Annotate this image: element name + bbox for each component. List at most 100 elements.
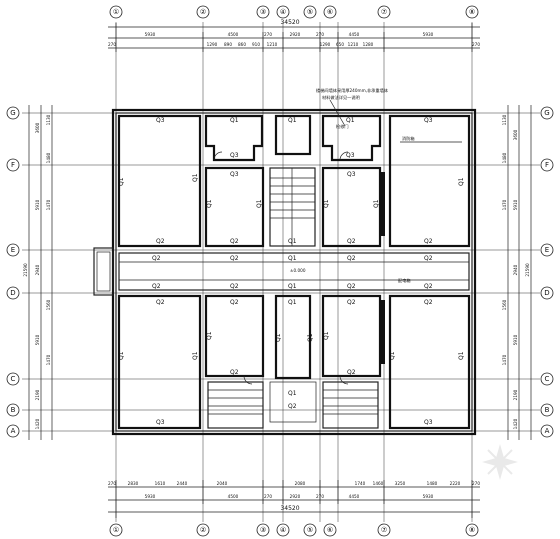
svg-text:Q1: Q1 [288,390,297,397]
svg-text:Q1: Q1 [192,351,199,360]
grid-bubble-3: ③ [256,523,270,537]
svg-text:G: G [544,109,549,117]
stair-north [269,167,316,247]
svg-text:F: F [545,161,549,169]
svg-text:270: 270 [108,42,116,47]
svg-text:1560: 1560 [502,299,507,310]
svg-text:3600: 3600 [513,129,518,140]
svg-text:Q1: Q1 [323,331,330,340]
svg-text:1290: 1290 [320,42,331,47]
room-lower-mid-left [204,294,265,378]
svg-text:Q3: Q3 [156,117,165,124]
svg-text:650: 650 [336,42,344,47]
grid-bubble-d: D [540,286,554,300]
svg-text:Q2: Q2 [152,283,161,290]
svg-text:34520: 34520 [280,19,299,26]
svg-text:4500: 4500 [228,494,239,499]
svg-text:1210: 1210 [267,42,278,47]
svg-text:Q3: Q3 [424,117,433,124]
svg-text:楼梯间墙体采用厚240mm,非承重墙体: 楼梯间墙体采用厚240mm,非承重墙体 [316,87,389,94]
svg-text:A: A [545,427,550,435]
annotation-notes: 楼梯间墙体采用厚240mm,非承重墙体 材料做法详见一说明 检修门 消防箱 配电… [316,87,462,284]
svg-text:4450: 4450 [349,494,360,499]
svg-text:Q1: Q1 [288,255,297,262]
watermark-logo [482,444,518,480]
grid-bubble-c: C [6,372,20,386]
grid-bubble-b: B [540,403,554,417]
grid-bubble-7: ⑦ [377,5,391,19]
svg-text:1460: 1460 [373,481,384,486]
svg-text:④: ④ [280,8,286,16]
room-bottom-left [117,294,202,430]
grid-bubble-8: ⑧ [465,523,479,537]
svg-text:Q1: Q1 [389,351,396,360]
svg-text:Q3: Q3 [156,419,165,426]
grid-bubble-4: ④ [276,523,290,537]
svg-text:2190: 2190 [513,389,518,400]
svg-text:⑥: ⑥ [327,8,333,16]
svg-text:Q2: Q2 [424,283,433,290]
svg-text:2920: 2920 [290,494,301,499]
svg-text:1210: 1210 [348,42,359,47]
svg-text:⑧: ⑧ [469,526,475,534]
svg-text:Q2: Q2 [424,255,433,262]
svg-text:Q2: Q2 [156,238,165,245]
svg-text:Q3: Q3 [424,419,433,426]
svg-text:E: E [545,246,549,254]
svg-text:F: F [11,161,15,169]
svg-text:Q2: Q2 [288,403,297,410]
svg-text:5930: 5930 [423,494,434,499]
svg-text:①: ① [113,526,119,534]
room-bottom-right [388,294,471,430]
svg-text:1480: 1480 [46,152,51,163]
svg-text:5930: 5930 [423,32,434,37]
svg-text:3250: 3250 [395,481,406,486]
svg-text:Q1: Q1 [230,117,239,124]
room-top-right [388,114,471,248]
svg-text:⑦: ⑦ [381,526,387,534]
annex-left [93,247,114,296]
svg-text:Q2: Q2 [230,299,239,306]
svg-text:②: ② [200,8,206,16]
svg-text:Q1: Q1 [288,238,297,245]
grid-bubble-e: E [6,243,20,257]
svg-text:Q2: Q2 [424,238,433,245]
grid-bubble-7: ⑦ [377,523,391,537]
svg-text:1130: 1130 [46,114,51,125]
svg-text:34520: 34520 [280,505,299,512]
svg-text:270: 270 [264,494,272,499]
svg-text:5910: 5910 [35,199,40,210]
svg-text:Q2: Q2 [230,283,239,290]
svg-text:C: C [545,375,550,383]
svg-text:Q2: Q2 [230,255,239,262]
svg-text:1470: 1470 [502,199,507,210]
svg-text:⑥: ⑥ [327,526,333,534]
svg-text:1470: 1470 [502,354,507,365]
svg-text:B: B [545,406,550,414]
svg-text:⑦: ⑦ [381,8,387,16]
svg-text:1290: 1290 [207,42,218,47]
svg-text:G: G [10,109,15,117]
svg-text:Q3: Q3 [230,171,239,178]
svg-text:Q3: Q3 [347,171,356,178]
svg-text:5910: 5910 [513,199,518,210]
entry-steps-left [207,381,264,429]
rooms [93,114,471,430]
grid-lines [22,22,540,522]
svg-text:1420: 1420 [35,418,40,429]
svg-text:2040: 2040 [217,481,228,486]
entry-steps-right [322,381,379,429]
grid-bubble-8: ⑧ [465,5,479,19]
svg-text:1560: 1560 [46,299,51,310]
svg-text:Q1: Q1 [373,199,380,208]
svg-text:1470: 1470 [46,199,51,210]
grid-bubble-e: E [540,243,554,257]
grid-bubble-1: ① [109,523,123,537]
svg-text:③: ③ [260,8,266,16]
svg-text:270: 270 [472,42,480,47]
room-lower-mid-right [321,294,382,378]
svg-text:检修门: 检修门 [336,123,349,130]
grid-bubbles-top: ① ② ③ ④ ⑤ ⑥ ⑦ ⑧ [109,5,479,19]
svg-text:5930: 5930 [145,494,156,499]
svg-text:2220: 2220 [450,481,461,486]
